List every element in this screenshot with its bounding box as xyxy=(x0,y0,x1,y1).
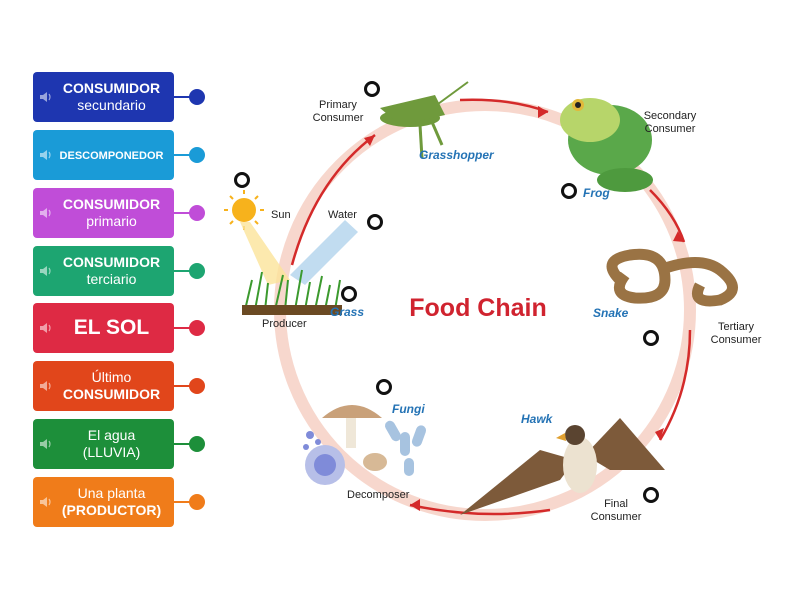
snake-label: Snake xyxy=(593,306,629,320)
arrow-hawk-to-fungi xyxy=(409,503,551,516)
arrow-frog-to-snake xyxy=(649,189,686,243)
arrow-grass-to-grasshopper xyxy=(290,134,376,266)
hawk-icon xyxy=(460,418,665,515)
label-line-1: Una planta xyxy=(77,485,146,502)
label-card-una-planta[interactable]: Una planta(PRODUCTOR) xyxy=(33,477,174,527)
drop-target-water[interactable] xyxy=(367,214,383,230)
frog-label: Frog xyxy=(583,186,610,200)
connector-handle[interactable] xyxy=(189,89,205,105)
water-label: Water xyxy=(328,209,357,221)
diagram-title: Food Chain xyxy=(409,294,546,322)
speaker-icon[interactable] xyxy=(39,264,53,278)
label-line-1: CONSUMIDOR xyxy=(62,254,161,271)
label-line-1: DESCOMPONEDOR xyxy=(59,150,164,163)
cycle-arrows xyxy=(290,98,692,516)
fungi-label: Fungi xyxy=(392,402,425,416)
connector-line xyxy=(174,96,196,98)
label-text: El agua(LLUVIA) xyxy=(33,427,174,461)
label-card-el-agua[interactable]: El agua(LLUVIA) xyxy=(33,419,174,469)
grasshopper-label: Grasshopper xyxy=(419,148,495,162)
speaker-icon[interactable] xyxy=(39,148,53,162)
connector-handle[interactable] xyxy=(189,263,205,279)
label-line-2: (PRODUCTOR) xyxy=(61,502,162,518)
drop-target-sun[interactable] xyxy=(234,172,250,188)
label-line-1: EL SOL xyxy=(73,316,150,340)
producer-label: Producer xyxy=(262,318,307,330)
sun-icon xyxy=(224,190,290,285)
sun-label: Sun xyxy=(271,209,291,221)
label-line-2: primario xyxy=(86,213,137,229)
drop-target-hawk[interactable] xyxy=(643,487,659,503)
drop-target-grasshopper[interactable] xyxy=(364,81,380,97)
decomposer-label: Decomposer xyxy=(347,489,410,501)
water-drops-icon xyxy=(290,220,358,285)
connector-handle[interactable] xyxy=(189,147,205,163)
label-line-1: Último xyxy=(91,369,132,386)
drop-target-frog[interactable] xyxy=(561,183,577,199)
speaker-icon[interactable] xyxy=(39,437,53,451)
label-card-descomponedor[interactable]: DESCOMPONEDOR xyxy=(33,130,174,180)
connector-handle[interactable] xyxy=(189,494,205,510)
label-text: EL SOL xyxy=(33,315,174,340)
label-card-el-sol[interactable]: EL SOL xyxy=(33,303,174,353)
connector-handle[interactable] xyxy=(189,378,205,394)
grass-label: Grass xyxy=(330,305,364,319)
connector-line xyxy=(174,212,196,214)
fungi-icon xyxy=(303,405,427,485)
speaker-icon[interactable] xyxy=(39,495,53,509)
label-text: DESCOMPONEDOR xyxy=(33,145,174,164)
drop-target-snake[interactable] xyxy=(643,330,659,346)
frog-icon xyxy=(560,98,653,192)
snake-icon xyxy=(606,248,738,307)
grasshopper-icon xyxy=(380,81,469,159)
connector-handle[interactable] xyxy=(189,320,205,336)
hawk-label: Hawk xyxy=(521,412,554,426)
arrow-snake-to-hawk xyxy=(658,329,692,441)
connector-line xyxy=(174,385,196,387)
label-line-1: CONSUMIDOR xyxy=(62,80,161,97)
connector-line xyxy=(174,154,196,156)
arrow-heads xyxy=(364,106,684,511)
connector-line xyxy=(174,443,196,445)
drop-target-fungi[interactable] xyxy=(376,379,392,395)
label-line-1: CONSUMIDOR xyxy=(62,196,161,213)
label-line-2: terciario xyxy=(86,271,137,287)
connector-handle[interactable] xyxy=(189,205,205,221)
connector-handle[interactable] xyxy=(189,436,205,452)
speaker-icon[interactable] xyxy=(39,90,53,104)
speaker-icon[interactable] xyxy=(39,379,53,393)
label-line-2: secundario xyxy=(77,97,146,113)
drop-target-grass[interactable] xyxy=(341,286,357,302)
label-line-2: CONSUMIDOR xyxy=(62,386,161,402)
speaker-icon[interactable] xyxy=(39,321,53,335)
label-line-2: (LLUVIA) xyxy=(82,444,141,460)
label-line-1: El agua xyxy=(87,427,136,444)
label-text: Una planta(PRODUCTOR) xyxy=(33,485,174,519)
connector-line xyxy=(174,270,196,272)
connector-line xyxy=(174,501,196,503)
speaker-icon[interactable] xyxy=(39,206,53,220)
connector-line xyxy=(174,327,196,329)
grass-icon xyxy=(242,269,342,315)
